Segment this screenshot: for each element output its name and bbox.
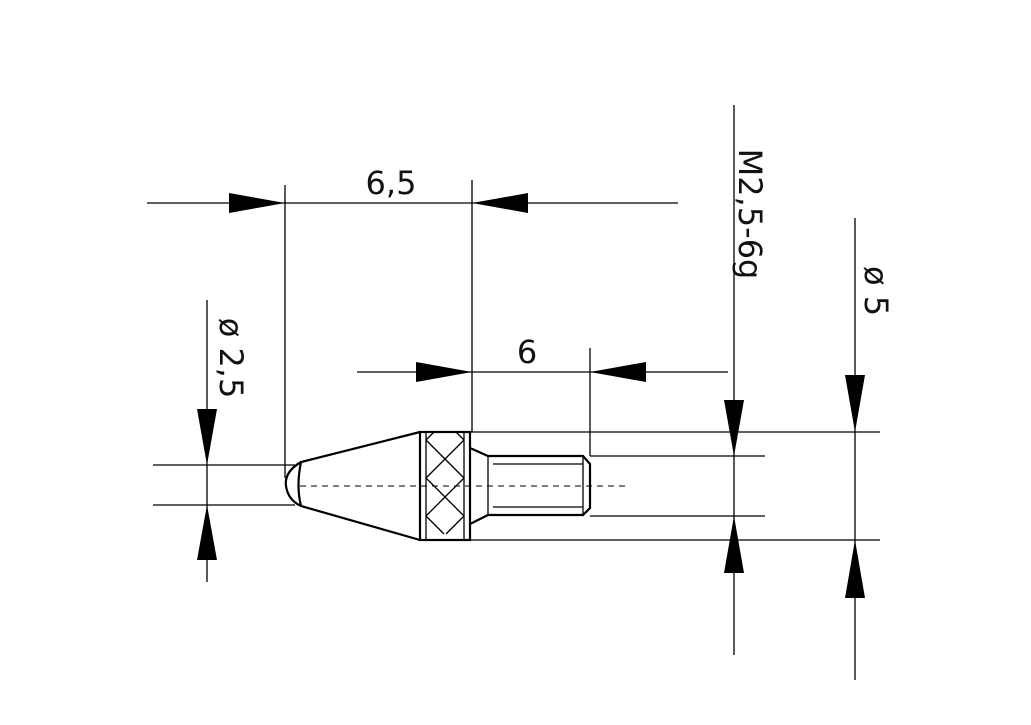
arrow-left <box>590 362 646 382</box>
dimension-label-total-length: 6,5 <box>366 164 417 202</box>
stylus-part <box>284 430 625 542</box>
dimension-body-diameter: ø 5 <box>845 218 895 680</box>
arrow-up <box>724 516 744 573</box>
arrow-down <box>845 375 865 432</box>
dimension-label-body-diameter: ø 5 <box>857 266 895 316</box>
arrow-down <box>197 409 217 465</box>
conical-tip <box>284 430 421 542</box>
dimension-total-length: 6,5 <box>147 164 678 213</box>
arrow-up <box>197 505 217 560</box>
arrow-down <box>724 400 744 456</box>
extension-lines <box>153 180 880 541</box>
dimension-label-shank-length: 6 <box>517 333 537 371</box>
arrow-right <box>416 362 472 382</box>
dimension-shank-length: 6 <box>357 333 728 382</box>
dimension-label-tip-diameter: ø 2,5 <box>212 318 250 399</box>
dimension-label-thread: M2,5-6g <box>731 149 769 280</box>
arrow-up <box>845 540 865 598</box>
tip-ball <box>297 461 303 507</box>
arrow-right <box>229 193 285 213</box>
knurl-pattern <box>425 431 465 540</box>
arrow-left <box>472 193 528 213</box>
dimension-tip-diameter: ø 2,5 <box>197 300 250 582</box>
dimension-thread: M2,5-6g <box>724 105 769 655</box>
